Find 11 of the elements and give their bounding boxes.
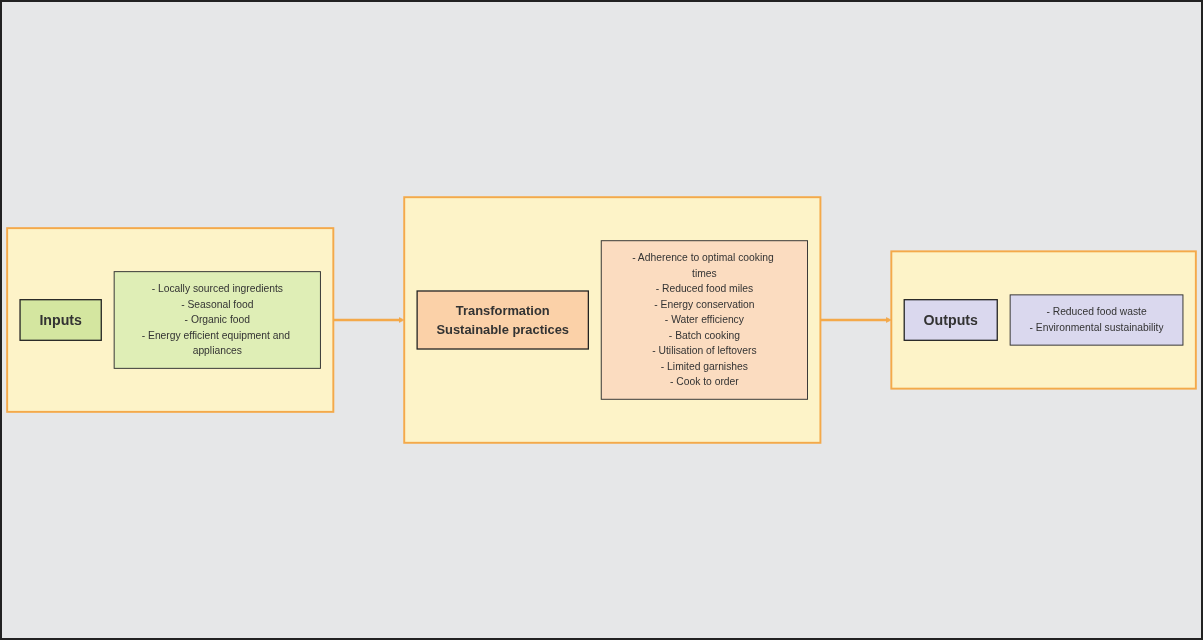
arrow: [820, 317, 892, 323]
cluster: [890, 250, 1197, 390]
cluster: [403, 196, 822, 444]
node-box: Outputs: [903, 299, 998, 341]
node-box: - Reduced food waste - Environmental sustainability: [1009, 294, 1184, 346]
arrow: [333, 317, 405, 323]
cluster: [6, 227, 335, 413]
node-box: Transformation Sustainable practices: [416, 290, 589, 350]
node-box: - Adherence to optimal cooking times - Reduced food miles - Energy conservation - Water efficiency - Batch cooking - Utilisation of leftovers - Limited garnishes - Cook to order: [600, 240, 808, 400]
node-box: - Locally sourced ingredients - Seasonal food - Organic food - Energy efficient equipment and appliances: [113, 271, 321, 369]
node-box: Inputs: [19, 299, 102, 341]
